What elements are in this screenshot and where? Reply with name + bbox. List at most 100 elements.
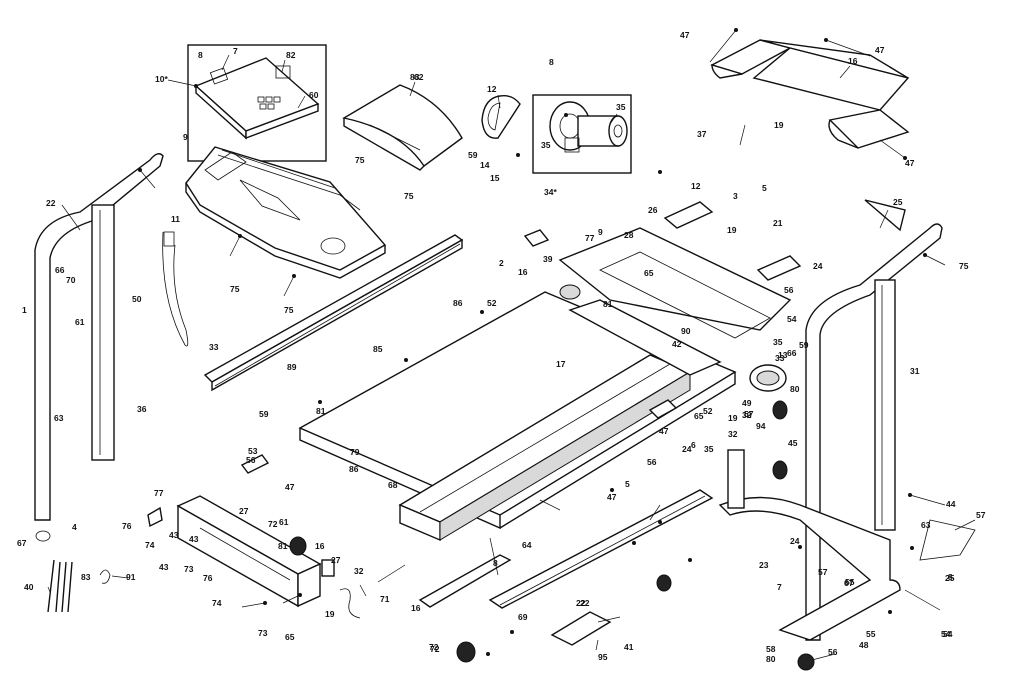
part-callout: 7 <box>233 46 238 56</box>
part-callout: 61 <box>75 317 85 327</box>
part-callout: 58 <box>766 644 776 654</box>
part-callout: 44 <box>946 499 956 509</box>
part-callout: 8 <box>549 57 554 67</box>
part-callout: 54 <box>943 629 953 639</box>
part-callout: 16 <box>411 603 421 613</box>
part-callout: 54 <box>941 629 951 639</box>
part-callout: 56 <box>647 457 657 467</box>
part-callout: 54 <box>787 314 797 324</box>
part-callout: 57 <box>744 409 754 419</box>
part-callout: 11 <box>171 214 180 224</box>
part-callout: 35 <box>773 337 783 347</box>
part-callout: 39 <box>543 254 553 264</box>
part-callout: 5 <box>762 183 767 193</box>
part-callout: 34* <box>544 187 557 197</box>
part-callout: 80 <box>790 384 800 394</box>
part-callout: 4 <box>72 522 77 532</box>
part-callout: 28 <box>624 230 634 240</box>
part-callout: 76 <box>122 521 132 531</box>
part-callout: 59 <box>259 409 269 419</box>
part-callout: 15 <box>490 173 500 183</box>
part-callout: 91 <box>126 572 136 582</box>
part-callout: 25 <box>945 573 955 583</box>
part-callout: 36 <box>137 404 147 414</box>
part-callout: 35 <box>704 444 714 454</box>
part-callout: 47 <box>875 45 885 55</box>
part-callout: 75 <box>404 191 414 201</box>
part-callout: 70 <box>66 275 76 285</box>
motor-hood <box>342 84 463 171</box>
part-callout: 27 <box>239 506 249 516</box>
part-callout: 47 <box>659 426 669 436</box>
part-callout: 10* <box>155 74 168 84</box>
part-callout: 63 <box>921 520 931 530</box>
part-callout: 40 <box>24 582 34 592</box>
part-callout: 65 <box>285 632 295 642</box>
part-callout: 33 <box>209 342 219 352</box>
part-callout: 59 <box>468 150 478 160</box>
part-callout: 66 <box>55 265 65 275</box>
part-callout: 47 <box>607 492 617 502</box>
console-assembly <box>185 146 387 279</box>
part-callout: 9 <box>183 132 188 142</box>
part-callout: 5 <box>625 479 630 489</box>
part-callout: 65 <box>694 411 704 421</box>
rear-hood <box>710 39 910 149</box>
part-callout: 56 <box>828 647 838 657</box>
part-callout: 72 <box>268 519 278 529</box>
part-callout: 75 <box>355 155 365 165</box>
part-callout: 23 <box>759 560 769 570</box>
part-callout: 14 <box>480 160 490 170</box>
part-callout: 19 <box>728 413 738 423</box>
part-callout: 32 <box>728 429 738 439</box>
part-callout: 85 <box>373 344 383 354</box>
part-callout: 35 <box>616 102 626 112</box>
part-callout: 19 <box>774 120 784 130</box>
part-callout: 21 <box>773 218 783 228</box>
part-callout: 67 <box>844 578 854 588</box>
part-callout: 64 <box>522 540 532 550</box>
part-callout: 69 <box>518 612 528 622</box>
right-upright <box>805 223 943 641</box>
part-callout: 19 <box>325 609 335 619</box>
part-callout: 53 <box>248 446 258 456</box>
frame-rail <box>398 354 692 542</box>
part-callout: 22 <box>576 598 586 608</box>
part-callout: 61 <box>279 517 289 527</box>
motor-inset <box>532 94 632 174</box>
part-callout: 73 <box>184 564 194 574</box>
part-callout: 52 <box>703 406 713 416</box>
part-callout: 47 <box>285 482 295 492</box>
part-callout: 86 <box>349 464 359 474</box>
part-callout: 41 <box>624 642 634 652</box>
part-callout: 17 <box>556 359 566 369</box>
part-callout: 94 <box>756 421 766 431</box>
part-callout: 62 <box>414 72 424 82</box>
part-callout: 45 <box>788 438 798 448</box>
part-callout: 32 <box>354 566 364 576</box>
part-callout: 33 <box>775 353 785 363</box>
part-callout: 13 <box>778 350 788 360</box>
base-frame <box>418 449 901 641</box>
part-callout: 56 <box>246 455 256 465</box>
part-callout: 6 <box>691 440 696 450</box>
part-callout: 43 <box>189 534 199 544</box>
part-callout: 7 <box>777 582 782 592</box>
front-frame <box>558 227 792 480</box>
part-callout: 31 <box>910 366 920 376</box>
part-callout: 79 <box>350 447 360 457</box>
part-callout: 63 <box>54 413 64 423</box>
part-callout: 32 <box>742 410 752 420</box>
part-callout: 50 <box>132 294 142 304</box>
part-callout: 90 <box>681 326 691 336</box>
part-callout: 8 <box>198 50 203 60</box>
part-callout: 57 <box>976 510 986 520</box>
part-callout: 81 <box>603 299 613 309</box>
part-callout: 89 <box>287 362 297 372</box>
left-upright <box>34 153 164 542</box>
part-callout: 43 <box>159 562 169 572</box>
part-callout: 71 <box>380 594 390 604</box>
part-callout: 59 <box>799 340 809 350</box>
